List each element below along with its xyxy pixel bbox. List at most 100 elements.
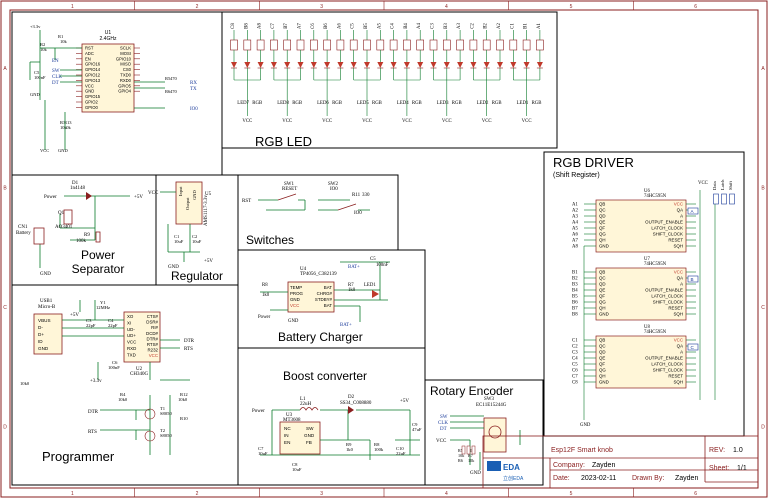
mcu-pin-right-label: GPIO5 xyxy=(118,83,131,88)
shift-register-pin-right: RESET xyxy=(668,238,683,243)
regulator-pin-input: Input xyxy=(178,186,183,196)
programmer-annotation: 12MHz xyxy=(96,305,110,310)
charger-chip xyxy=(287,281,335,313)
power-separator-block: D1 1n4148 Q1 AO3401 R9 100k CN1 Battery … xyxy=(16,181,143,277)
shift-register-pin-right: SHIFT_CLOCK xyxy=(653,368,683,373)
shift-register-pin-right: A xyxy=(680,282,683,287)
company-value: Zayden xyxy=(592,462,615,469)
driver-header-pin xyxy=(721,193,727,205)
encoder-resistor-symbol xyxy=(471,445,476,455)
led-resistor-symbol xyxy=(469,39,478,51)
led-part: RGB xyxy=(532,101,542,106)
boost-annotation: 10uF xyxy=(258,451,268,456)
mcu-annotation: 470 xyxy=(170,89,178,94)
usb-pin-label: VBUS xyxy=(38,318,51,323)
shift-register-out-label: B xyxy=(691,277,694,282)
frame-col-label-bottom: 1 xyxy=(71,491,74,497)
resistor-r9-symbol xyxy=(95,231,101,243)
charger-pin-left: GND xyxy=(290,297,300,302)
led-resistor-symbol xyxy=(376,39,385,51)
d1-ref: D1 xyxy=(72,181,79,186)
shift-register-chip xyxy=(595,199,687,253)
shift-register-pin-right: QA xyxy=(677,208,683,213)
mcu-annotation: +3.3v xyxy=(30,24,41,29)
mcu-annotation: 10k xyxy=(64,125,72,130)
led-part: RGB xyxy=(452,101,462,106)
encoder-net-label: VCC xyxy=(436,439,447,444)
shift-register-out-port xyxy=(687,275,699,283)
led-column-label: B8 xyxy=(244,23,249,29)
led-part: RGB xyxy=(252,101,262,106)
ch340-value: CH340G xyxy=(130,372,148,377)
shift-register-input-label: A1 xyxy=(572,203,578,208)
shift-register-pin-left: GND xyxy=(599,380,609,385)
encoder-net-label: SW xyxy=(440,415,448,420)
mcu-pin-right-label: GPIO4 xyxy=(118,89,131,94)
ch340-pins: XOXIUD-UD+VCCRXDTXDCTS#DSR#RI#DCD#DTR#RT… xyxy=(127,314,159,358)
led-diode-symbol xyxy=(310,62,317,68)
mcu-pin-left-label: GPIO12 xyxy=(85,73,101,78)
mcu-pin-left-label: GPIO14 xyxy=(85,67,101,72)
mcu-pin-right-label: GPIO10 xyxy=(116,56,132,61)
programmer-annotation: Y1 xyxy=(100,300,106,305)
led-diode-symbol xyxy=(483,62,490,68)
shift-register-pin-right: SQH xyxy=(673,244,683,249)
shift-register-pin-left: QC xyxy=(599,344,606,349)
regulator-block: Input Output GND U5 AMS1117-3.3v VCC +5V… xyxy=(148,181,213,270)
programmer-annotation: 10k0 xyxy=(178,397,188,402)
usb-pin-label: GND xyxy=(38,346,49,351)
shift-register-out-port xyxy=(687,343,699,351)
programmer-annotation: 100nF xyxy=(108,365,120,370)
mcu-pin-right-label: MOSI xyxy=(120,51,131,56)
shift-register-pin-left: QD xyxy=(599,214,606,219)
mcu-pin-left-label: GPIO13 xyxy=(85,78,101,83)
shift-register-ref: U8 xyxy=(644,325,650,330)
rgb-driver-block: U674HC595NQBQCQDQEQFQGQHGNDVCCQAAOUTPUT_… xyxy=(572,179,735,428)
mcu-annotation: C5 xyxy=(34,70,40,75)
charger-pin-right: STDBY# xyxy=(315,297,333,302)
led-column-label: B4 xyxy=(404,23,409,29)
d2-ref: D2 xyxy=(348,395,355,400)
shift-register-out-label: A xyxy=(691,209,695,214)
driver-header-label: Shift xyxy=(728,180,733,190)
boost-chip xyxy=(279,421,321,455)
shift-register-pin-left: QD xyxy=(599,282,606,287)
led-vcc: VCC xyxy=(402,119,412,124)
programmer-annotation: T1 xyxy=(160,406,166,411)
programmer-annotation: R4 xyxy=(120,392,126,397)
led-resistor-symbol xyxy=(283,39,292,51)
block-borders xyxy=(11,11,745,486)
shift-register-pin-right: QA xyxy=(677,344,683,349)
mcu-pin-right-label: MISO xyxy=(120,62,131,67)
frame-col-label-bottom: 6 xyxy=(694,491,697,497)
charger-annotation: C5 xyxy=(370,257,376,262)
mcu-annotation: GND xyxy=(30,92,40,97)
led-diode-symbol xyxy=(403,62,410,68)
diode-d1-symbol xyxy=(86,192,92,200)
shift-register-pin-right: VCC xyxy=(674,270,683,275)
shift-register-pin-right: LATCH_CLOCK xyxy=(651,362,683,367)
cn1-value: Battery xyxy=(16,231,31,236)
programmer-annotation: C4 xyxy=(108,318,114,323)
led-column-label: A8 xyxy=(258,22,263,28)
led-part: RGB xyxy=(332,101,342,106)
regulator-pin-output: Output xyxy=(185,197,190,210)
block-title-boost-converter: Boost converter xyxy=(283,369,367,383)
mcu-net-right: IO0 xyxy=(190,107,198,112)
block-title-rgb-driver: RGB DRIVER xyxy=(553,155,634,170)
driver-header-pin xyxy=(729,193,735,205)
driver-header-label: Data xyxy=(712,181,717,190)
mcu-chip xyxy=(81,43,135,113)
shift-register-input-label: A2 xyxy=(572,209,578,214)
mcu-pin-left-label: GPIO2 xyxy=(85,100,98,105)
shift-register-pin-left: QC xyxy=(599,208,606,213)
ch340-pin-right: VCC xyxy=(149,353,158,358)
mcu-pin-right-label: CS0 xyxy=(123,67,132,72)
shift-register-pin-right: SQH xyxy=(673,312,683,317)
led-resistor-symbol xyxy=(363,39,371,51)
mcu-annotation: R1 xyxy=(58,34,63,39)
mcu-net-left: EN xyxy=(52,59,59,64)
charger-annotation: 1k0 xyxy=(348,288,356,293)
charger-pin-left: PROG xyxy=(290,291,304,296)
boost-annotation: C10 xyxy=(396,446,404,451)
